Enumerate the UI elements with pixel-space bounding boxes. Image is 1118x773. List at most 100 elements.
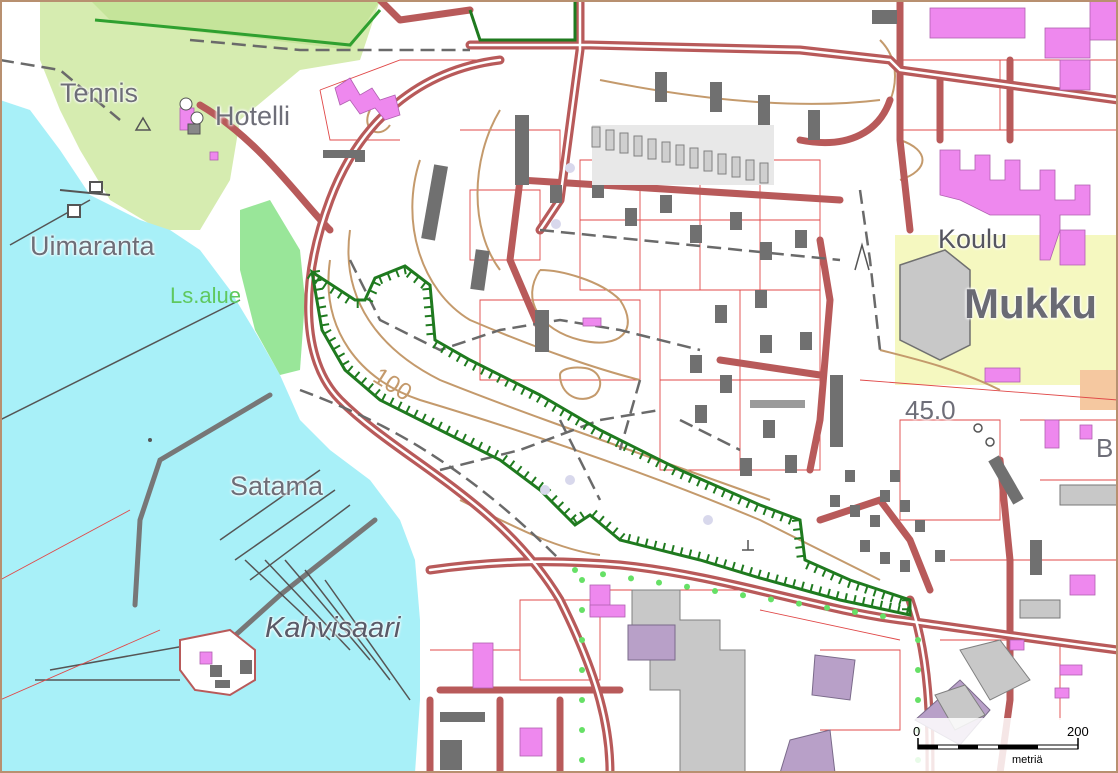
scale-label-end: 200 [1067,724,1089,739]
gray-building-se [959,639,1031,701]
boundary-hatch [805,561,811,570]
green-dot [915,637,921,643]
boundary-hatch [316,296,325,300]
boundary-hatch [421,413,427,422]
green-dot [824,604,830,611]
green-dot [600,571,606,578]
scale-label-unit: metriä [1012,754,1043,766]
boundary-hatch [369,289,378,295]
boundary-hatch [423,305,433,309]
boundary-hatch [530,476,537,484]
boundary-hatch [897,604,901,613]
green-dot [579,697,585,703]
boundary-hatch [644,538,649,547]
boundary-hatch [611,527,619,535]
boundary-hatch [879,600,884,609]
protected-strip [240,200,305,375]
boundary-hatch [800,581,805,590]
boundary-hatch [826,588,831,597]
boundary-hatch [328,336,337,343]
green-dot [656,579,662,586]
boundary-hatch [515,465,523,474]
green-dot [579,727,585,733]
boundary-hatch [314,287,324,291]
boundary-hatch [550,494,558,503]
boundary-hatch [671,467,677,476]
label-mukku: Mukku [964,280,1098,327]
boundary-hatch [426,332,435,336]
boundary-hatch [582,422,589,431]
boundary-hatch [569,514,577,522]
green-dot [684,583,690,590]
green-dot [579,637,585,643]
boundary-hatch [405,270,413,278]
label-uimaranta: Uimaranta [30,231,155,261]
label-b: B [1096,433,1114,463]
boundary-hatch [888,602,892,611]
scale-bar [905,718,1118,773]
boundary-hatch [501,454,508,463]
boundary-hatch [469,437,475,446]
boundary-hatch [493,449,500,458]
boundary-hatch [898,596,903,606]
green-dot [852,609,858,615]
boundary-hatch [679,471,685,480]
scale-label-start: 0 [913,724,921,739]
label-koulu: Koulu [938,224,1008,254]
boundary-hatch [319,314,328,318]
boundary-hatch [579,511,586,520]
boundary-hatch [559,408,566,417]
boundary-hatch [413,275,420,284]
label-kahvisaari: Kahvisaari [265,612,401,644]
footpaths [0,38,882,561]
boundary-hatch [745,500,751,509]
boundary-hatch [512,382,518,391]
label-elevation: 45.0 [905,395,956,425]
harbour-piers [132,392,378,643]
boundary-hatch [794,536,803,540]
boundary-hatch [461,433,467,442]
boundary-hatch [847,579,852,589]
boundary-hatch [740,564,745,573]
green-dot [579,667,585,673]
protected-area-boundary-top [468,0,577,42]
boundary-hatch [821,568,827,577]
boundary-hatch [365,297,374,303]
label-tennis: Tennis [60,78,139,108]
boundary-hatch [374,388,381,397]
boundary-hatch [574,417,581,426]
boundary-hatch [378,275,384,285]
boundary-hatch [688,549,693,558]
boundary-hatch [614,439,621,448]
boundary-hatch [455,354,462,363]
boundary-hatch [543,399,550,408]
boundary-hatch [403,266,407,275]
boundary-hatch [655,459,661,468]
boundary-hatch [551,404,558,412]
boundary-hatch [787,516,793,525]
boundary-hatch [835,591,840,600]
boundary-hatch [855,582,860,591]
boundary-hatch [405,405,411,414]
boundary-hatch [306,271,313,280]
boundary-hatch [508,460,516,468]
boundary-hatch [440,345,446,354]
boundary-hatch [635,536,640,545]
boundary-hatch [622,443,629,452]
green-dot [579,607,585,613]
boundary-hatch [346,365,354,373]
green-dot [796,600,802,607]
green-dot [712,588,718,594]
boundary-hatch [722,559,728,568]
green-dot [915,667,921,673]
boundary-hatch [424,314,433,318]
boundary-hatch [766,571,771,581]
boundary-hatch [360,377,368,385]
boundary-hatch [488,370,494,379]
boundary-hatch [663,463,669,472]
boundary-hatch [792,579,797,588]
green-dot [572,567,578,573]
boundary-hatch [646,455,653,464]
